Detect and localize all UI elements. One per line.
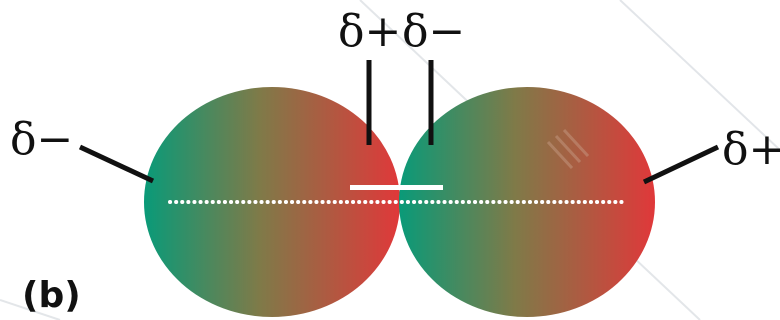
pointer-line-left [78, 144, 155, 184]
label-left-outer: δ− [10, 114, 74, 165]
panel-label: (b) [22, 275, 81, 316]
label-top-left: δ+ [338, 6, 402, 57]
right-sphere [399, 87, 655, 317]
label-right-outer: δ+ [722, 124, 780, 175]
watermark-mark [546, 128, 590, 170]
label-top-right: δ− [402, 6, 466, 57]
bond-bar [350, 185, 443, 190]
pointer-line-right [642, 144, 720, 185]
